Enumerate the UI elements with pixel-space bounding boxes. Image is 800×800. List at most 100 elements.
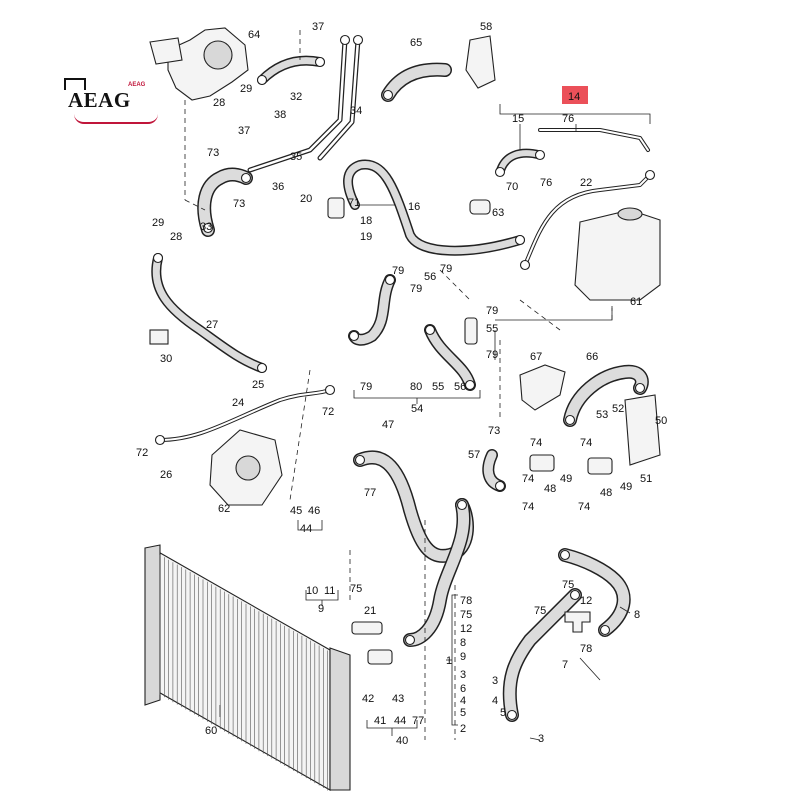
leader-lines: [219, 104, 651, 741]
callout-49: 49: [560, 473, 572, 485]
callout-10: 10: [306, 585, 318, 597]
callout-12b: 12: [580, 595, 592, 607]
logo-tagline: AEAG: [128, 82, 146, 88]
callout-35: 35: [290, 151, 302, 163]
callout-29b: 29: [152, 217, 164, 229]
callout-4b: 4: [492, 695, 498, 707]
hose-clamp: [339, 34, 351, 46]
fitting-42: [367, 649, 393, 665]
callout-74d: 74: [522, 501, 534, 513]
thermostat-housing-67: [519, 364, 566, 411]
hose-clamp: [494, 480, 506, 492]
t-piece-12: [564, 611, 591, 633]
callout-labels: 64 37 58 65 29 28 32 34 38 37 73 35 36 7…: [136, 21, 667, 747]
brand-logo: AEAG AEAG: [58, 78, 160, 124]
callout-70: 70: [506, 181, 518, 193]
hose-clamp: [456, 499, 468, 511]
hose-clamp: [154, 434, 166, 446]
hose-clamp: [240, 172, 252, 184]
callout-15: 15: [512, 113, 524, 125]
callout-3c: 3: [538, 733, 544, 745]
fitting-21: [351, 621, 383, 635]
callout-38: 38: [274, 109, 286, 121]
hose-clamp: [514, 234, 526, 246]
callout-32: 32: [290, 91, 302, 103]
callout-44b: 44: [394, 715, 406, 727]
hose-clamp: [256, 74, 268, 86]
callout-9b: 9: [460, 651, 466, 663]
callout-75c: 75: [562, 579, 574, 591]
callout-60: 60: [205, 725, 217, 737]
callout-43: 43: [392, 693, 404, 705]
callout-11: 11: [324, 585, 335, 597]
hose-clamp: [519, 259, 531, 271]
callout-33: 33: [200, 221, 212, 233]
callout-73b: 73: [233, 198, 245, 210]
callout-62: 62: [218, 503, 230, 515]
callout-77b: 77: [412, 715, 424, 727]
callout-71: 71: [348, 197, 360, 209]
bracket-30: [149, 329, 169, 345]
callout-25: 25: [252, 379, 264, 391]
bracket-51: [624, 394, 661, 466]
callout-44: 44: [300, 523, 312, 535]
callout-22: 22: [580, 177, 592, 189]
hose-clamp: [382, 89, 394, 101]
callout-7: 7: [562, 659, 568, 671]
hose-clamp: [384, 274, 396, 286]
callout-73c: 73: [488, 425, 500, 437]
callout-42: 42: [362, 693, 374, 705]
callout-77: 77: [364, 487, 376, 499]
callout-8b: 8: [634, 609, 640, 621]
clamps: [152, 34, 656, 721]
callout-49b: 49: [620, 481, 632, 493]
callout-34: 34: [350, 105, 362, 117]
callout-4: 4: [460, 695, 466, 707]
callout-47: 47: [382, 419, 394, 431]
callout-20: 20: [300, 193, 312, 205]
callout-75: 75: [350, 583, 362, 595]
expansion-tank-61: [574, 209, 661, 301]
callout-55b: 55: [432, 381, 444, 393]
valve-49: [587, 457, 613, 475]
callout-24: 24: [232, 397, 244, 409]
callout-51: 51: [640, 473, 652, 485]
hose-clamp: [256, 362, 268, 374]
callout-45: 45: [290, 505, 302, 517]
hose-clamp: [644, 169, 656, 181]
turbo-outlet: [149, 37, 183, 65]
callout-78: 78: [460, 595, 472, 607]
callout-41: 41: [374, 715, 386, 727]
callout-27: 27: [206, 319, 218, 331]
hose-clamp: [599, 624, 611, 636]
pipes: [158, 37, 652, 442]
callout-18: 18: [360, 215, 372, 227]
callout-37: 37: [312, 21, 324, 33]
hose-clamp: [314, 56, 326, 68]
callout-54: 54: [411, 403, 423, 415]
pump-hub: [235, 455, 261, 481]
callout-76: 76: [562, 113, 574, 125]
parts: [144, 27, 661, 791]
callout-37b: 37: [238, 125, 250, 137]
callout-5: 5: [460, 707, 466, 719]
callout-79-group: 79: [360, 381, 372, 393]
hose-clamp: [152, 252, 164, 264]
callout-78b: 78: [580, 643, 592, 655]
callout-46: 46: [308, 505, 320, 517]
callout-16: 16: [408, 201, 420, 213]
hose-clamp: [352, 34, 364, 46]
fitting-63: [469, 199, 491, 215]
callout-73: 73: [207, 147, 219, 159]
logo-swoosh: [74, 114, 158, 124]
callout-61: 61: [630, 296, 642, 308]
callout-6: 6: [460, 683, 466, 695]
callout-26: 26: [160, 469, 172, 481]
callout-75b: 75: [460, 609, 472, 621]
hose-clamp: [424, 324, 436, 336]
callout-56b: 56: [454, 381, 466, 393]
hose-clamp: [569, 589, 581, 601]
bracket-58: [465, 35, 496, 89]
callout-48b: 48: [600, 487, 612, 499]
callout-72: 72: [322, 406, 334, 418]
